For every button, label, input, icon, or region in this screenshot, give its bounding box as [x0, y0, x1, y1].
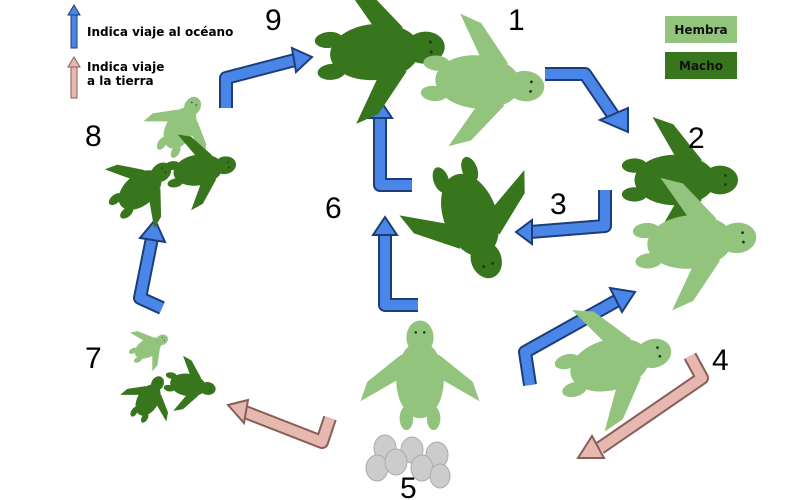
arrow-8-to-9: [219, 46, 314, 108]
stage-number-2: 2: [688, 122, 705, 155]
female-juvenile-stage-7: [120, 317, 179, 377]
ocean-arrows: [133, 46, 637, 387]
arrow-7-to-8: [133, 218, 167, 315]
land-arrow-legend-icon: [67, 56, 81, 99]
stage-number-1: 1: [508, 4, 525, 37]
ocean-legend-label: Indica viaje al océano: [87, 25, 233, 39]
male-key-swatch: [665, 52, 737, 79]
female-key-label: Hembra: [674, 23, 727, 37]
stage-number-3: 3: [550, 188, 567, 221]
stage-number-4: 4: [712, 344, 729, 377]
female-turtle-stage-4: [542, 287, 688, 440]
arrow-5-to-7: [226, 398, 337, 449]
land-arrows: [226, 352, 709, 459]
stage-number-8: 8: [85, 120, 102, 153]
legend: Indica viaje al océano Indica viaje a la…: [67, 4, 737, 99]
stage-number-9: 9: [265, 4, 282, 37]
male-key-label: Macho: [679, 59, 723, 73]
male-turtle-stage-3: [388, 139, 556, 301]
arrow-2-to-4: [576, 352, 709, 459]
stage-number-7: 7: [85, 342, 102, 375]
arrow-2-to-3: [514, 190, 612, 246]
hatchling-turtle-stage-5: [360, 320, 480, 431]
stage-number-5: 5: [400, 472, 417, 500]
female-key-swatch: [665, 16, 737, 43]
land-legend-label-1: Indica viaje: [87, 60, 164, 74]
arrow-5-to-6: [371, 215, 418, 312]
eggs: [365, 434, 451, 489]
male-juvenile-stage-7b: [159, 353, 221, 418]
ocean-arrow-legend-icon: [67, 4, 81, 49]
stage-number-6: 6: [325, 192, 342, 225]
arrow-1-to-2: [545, 67, 629, 134]
female-turtle-stage-1: [416, 10, 551, 155]
land-legend-label-2: a la tierra: [87, 74, 154, 88]
